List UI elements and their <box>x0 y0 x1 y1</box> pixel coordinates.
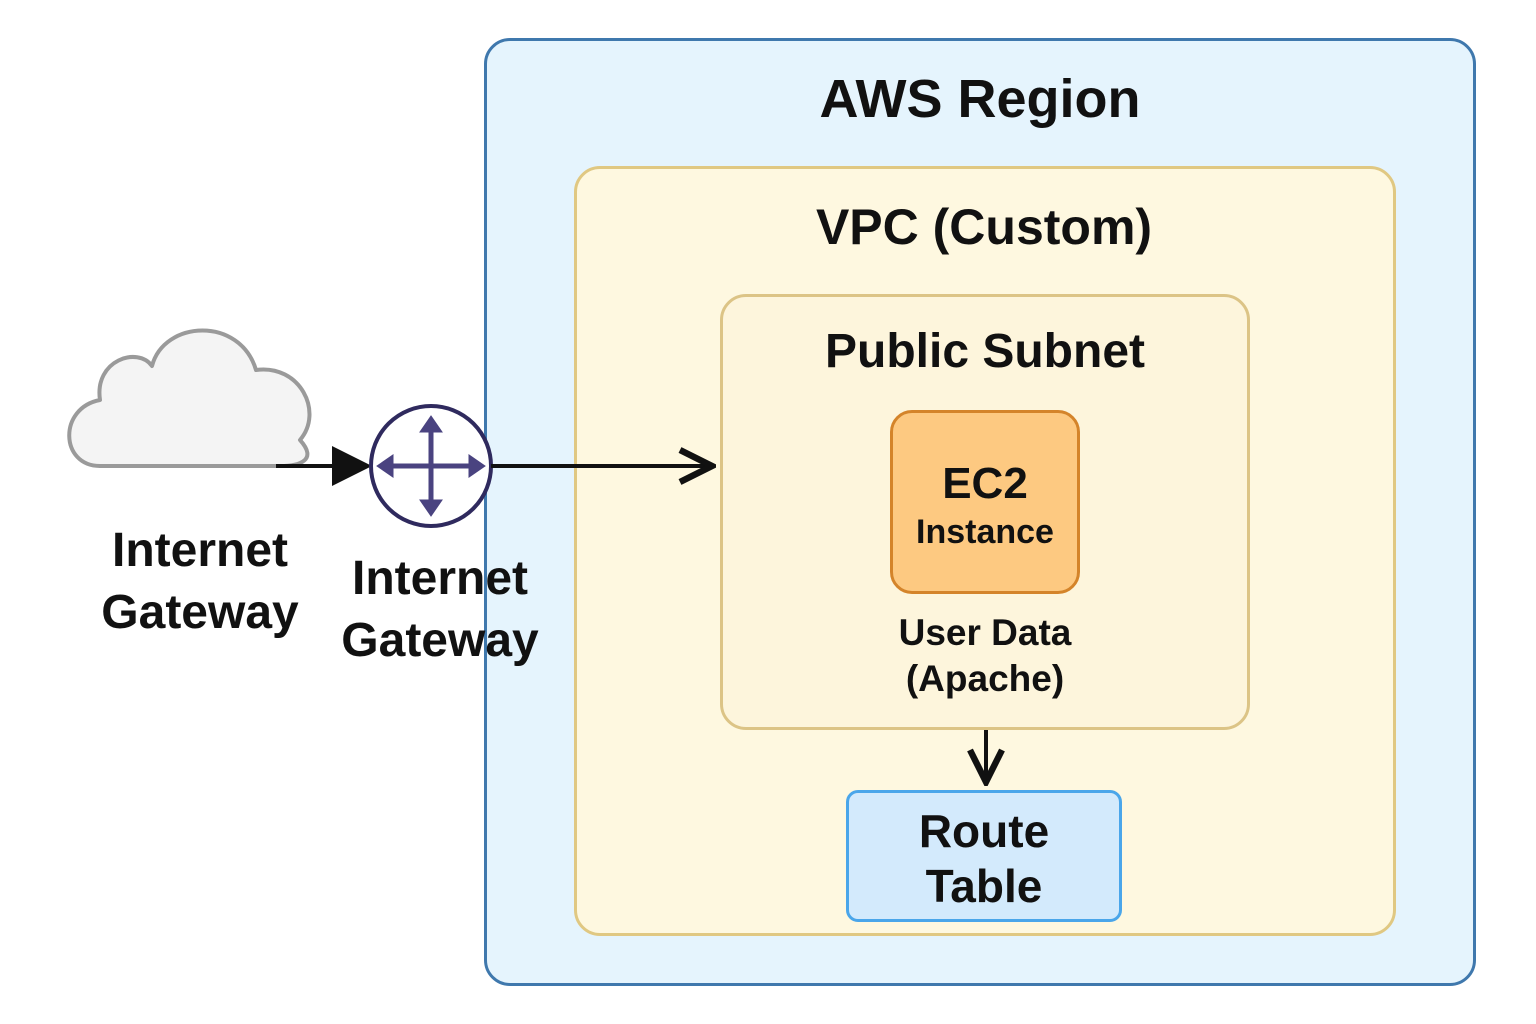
user-data-line1: User Data <box>898 612 1072 653</box>
user-data-line2: (Apache) <box>905 658 1065 700</box>
cloud-icon <box>67 328 312 468</box>
route-table-node <box>846 790 1122 922</box>
cloud-label-line1: Internet <box>111 524 288 577</box>
ec2-title: EC2 <box>942 459 1028 508</box>
cloud-label-line2: Gateway <box>101 586 299 640</box>
route-table-label: Route Table <box>846 804 1122 914</box>
router-label-line2: Gateway <box>341 614 539 668</box>
route-table-line1: Route <box>918 805 1050 857</box>
ec2-instance-node <box>890 410 1080 594</box>
user-data-label: User Data (Apache) <box>820 610 1150 703</box>
router-label-line1: Internet <box>351 552 528 605</box>
public-subnet-title: Public Subnet <box>824 325 1145 378</box>
cloud-label: Internet Gateway <box>60 520 340 645</box>
ec2-subtitle: Instance <box>916 513 1054 551</box>
vpc-title: VPC (Custom) <box>815 199 1153 255</box>
router-label: Internet Gateway <box>300 548 580 673</box>
route-table-line2: Table <box>925 860 1043 913</box>
aws-region-title: AWS Region <box>819 69 1141 129</box>
router-icon <box>369 404 493 528</box>
